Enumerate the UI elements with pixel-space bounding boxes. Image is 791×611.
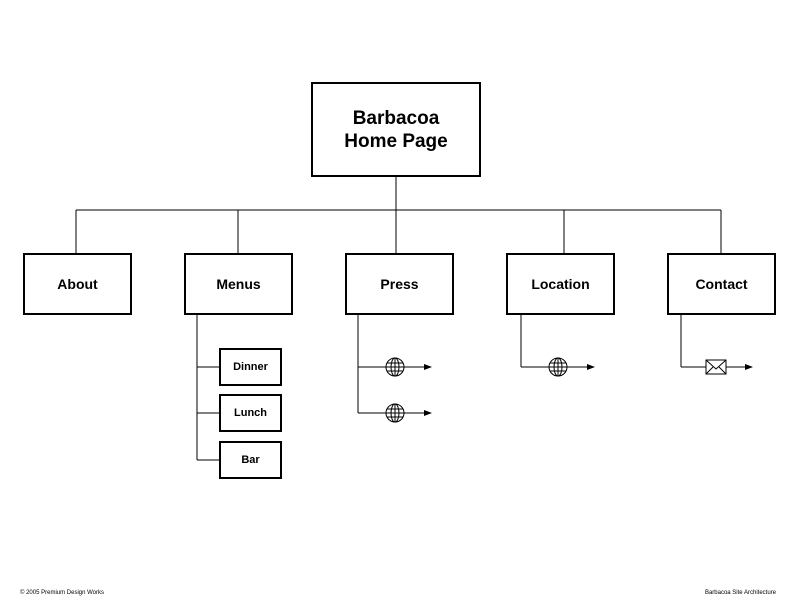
home-title-line2: Home Page	[344, 130, 448, 152]
section-box-location: Location	[506, 253, 615, 315]
section-box-press: Press	[345, 253, 454, 315]
footer-title: Barbacoa Site Architecture	[704, 590, 776, 596]
arrowhead	[587, 364, 595, 370]
menu-label: Lunch	[234, 407, 267, 419]
section-box-menus: Menus	[184, 253, 293, 315]
section-label: Location	[531, 276, 590, 292]
menu-label: Dinner	[233, 361, 268, 373]
globe-icon	[385, 357, 405, 377]
section-box-about: About	[23, 253, 132, 315]
section-label: About	[57, 276, 98, 292]
home-page-box: Barbacoa Home Page	[311, 82, 481, 177]
arrowhead	[424, 364, 432, 370]
home-title-line1: Barbacoa	[352, 107, 440, 129]
menu-box-bar: Bar	[219, 441, 282, 479]
globe-icon	[548, 357, 568, 377]
footer-copyright: © 2005 Premium Design Works	[20, 590, 105, 596]
arrowhead	[424, 410, 432, 416]
menu-box-dinner: Dinner	[219, 348, 282, 386]
section-box-contact: Contact	[667, 253, 776, 315]
globe-icon	[385, 403, 405, 423]
envelope-icon	[705, 359, 727, 375]
section-label: Press	[380, 276, 419, 292]
section-label: Contact	[695, 276, 748, 292]
menu-box-lunch: Lunch	[219, 394, 282, 432]
menu-label: Bar	[241, 454, 260, 466]
section-label: Menus	[216, 276, 261, 292]
arrowhead	[745, 364, 753, 370]
